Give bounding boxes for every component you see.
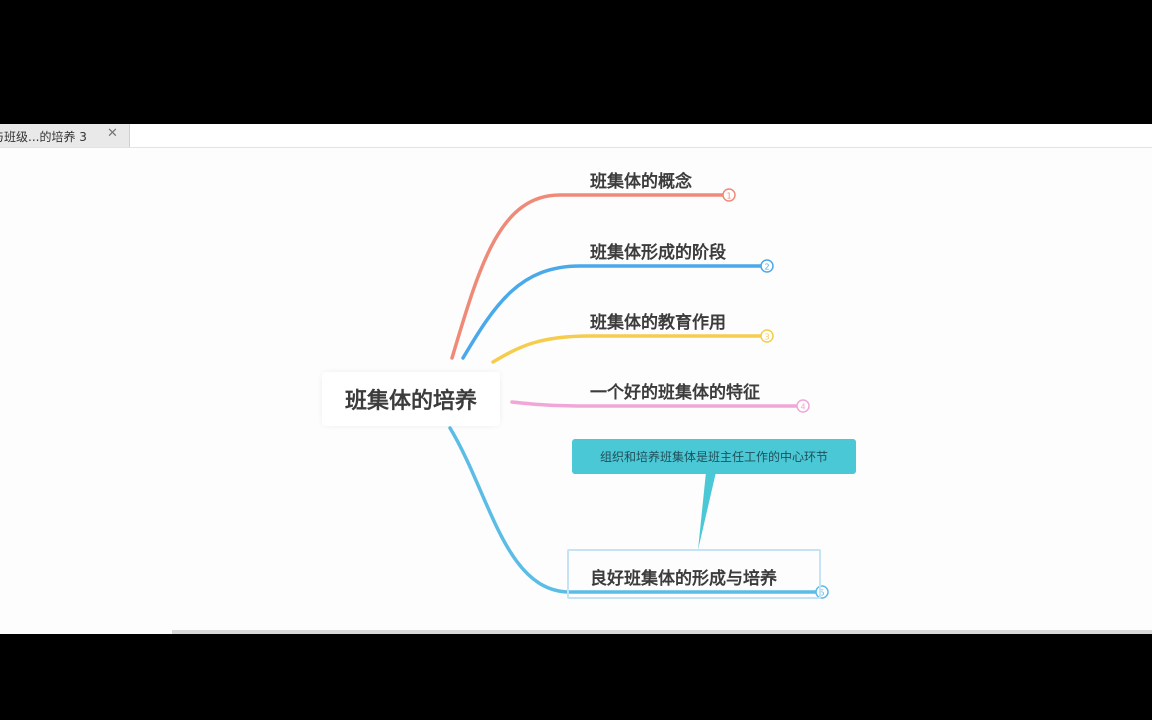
topic-3-number-circle[interactable]	[760, 329, 774, 343]
central-topic[interactable]: 班集体的培养	[322, 372, 500, 426]
topic-3-number: 3	[764, 333, 769, 342]
branch-line-3	[491, 334, 763, 364]
branch-line-1	[450, 193, 726, 360]
topic-4-number: 4	[800, 403, 805, 412]
branch-line-4	[510, 400, 799, 408]
topic-5-number: 5	[819, 589, 824, 598]
topic-4-number-circle[interactable]	[796, 399, 810, 413]
document-tab[interactable]: 与班级...的培养 3 ✕	[0, 124, 130, 147]
topic-3[interactable]: 班集体的教育作用	[590, 313, 726, 333]
topic-4[interactable]: 一个好的班集体的特征	[590, 383, 760, 403]
topic-1[interactable]: 班集体的概念	[590, 172, 692, 192]
branch-line-5	[448, 426, 818, 594]
topic-1-number-circle[interactable]	[722, 188, 736, 202]
topic-2-number-circle[interactable]	[760, 259, 774, 273]
tab-title: 与班级...的培养 3	[0, 130, 87, 144]
close-icon[interactable]: ✕	[107, 126, 118, 141]
selected-topic-outline	[567, 549, 821, 599]
topic-2[interactable]: 班集体形成的阶段	[590, 243, 726, 263]
topic-1-number: 1	[726, 192, 731, 201]
mindmap-app-window: 与班级...的培养 3 ✕ 1 2 3 4 5 班集体的培养 班集体的概念 班集…	[0, 124, 1152, 634]
topic-2-number: 2	[764, 263, 769, 272]
callout-note[interactable]: 组织和培养班集体是班主任工作的中心环节	[572, 439, 856, 474]
topic-5[interactable]: 良好班集体的形成与培养	[590, 569, 777, 589]
mindmap-canvas: 1 2 3 4 5	[448, 188, 829, 599]
branch-line-2	[461, 264, 763, 360]
horizontal-scrollbar[interactable]	[172, 630, 1152, 634]
callout-pointer	[698, 472, 716, 550]
tab-bar: 与班级...的培养 3 ✕	[0, 124, 1152, 148]
